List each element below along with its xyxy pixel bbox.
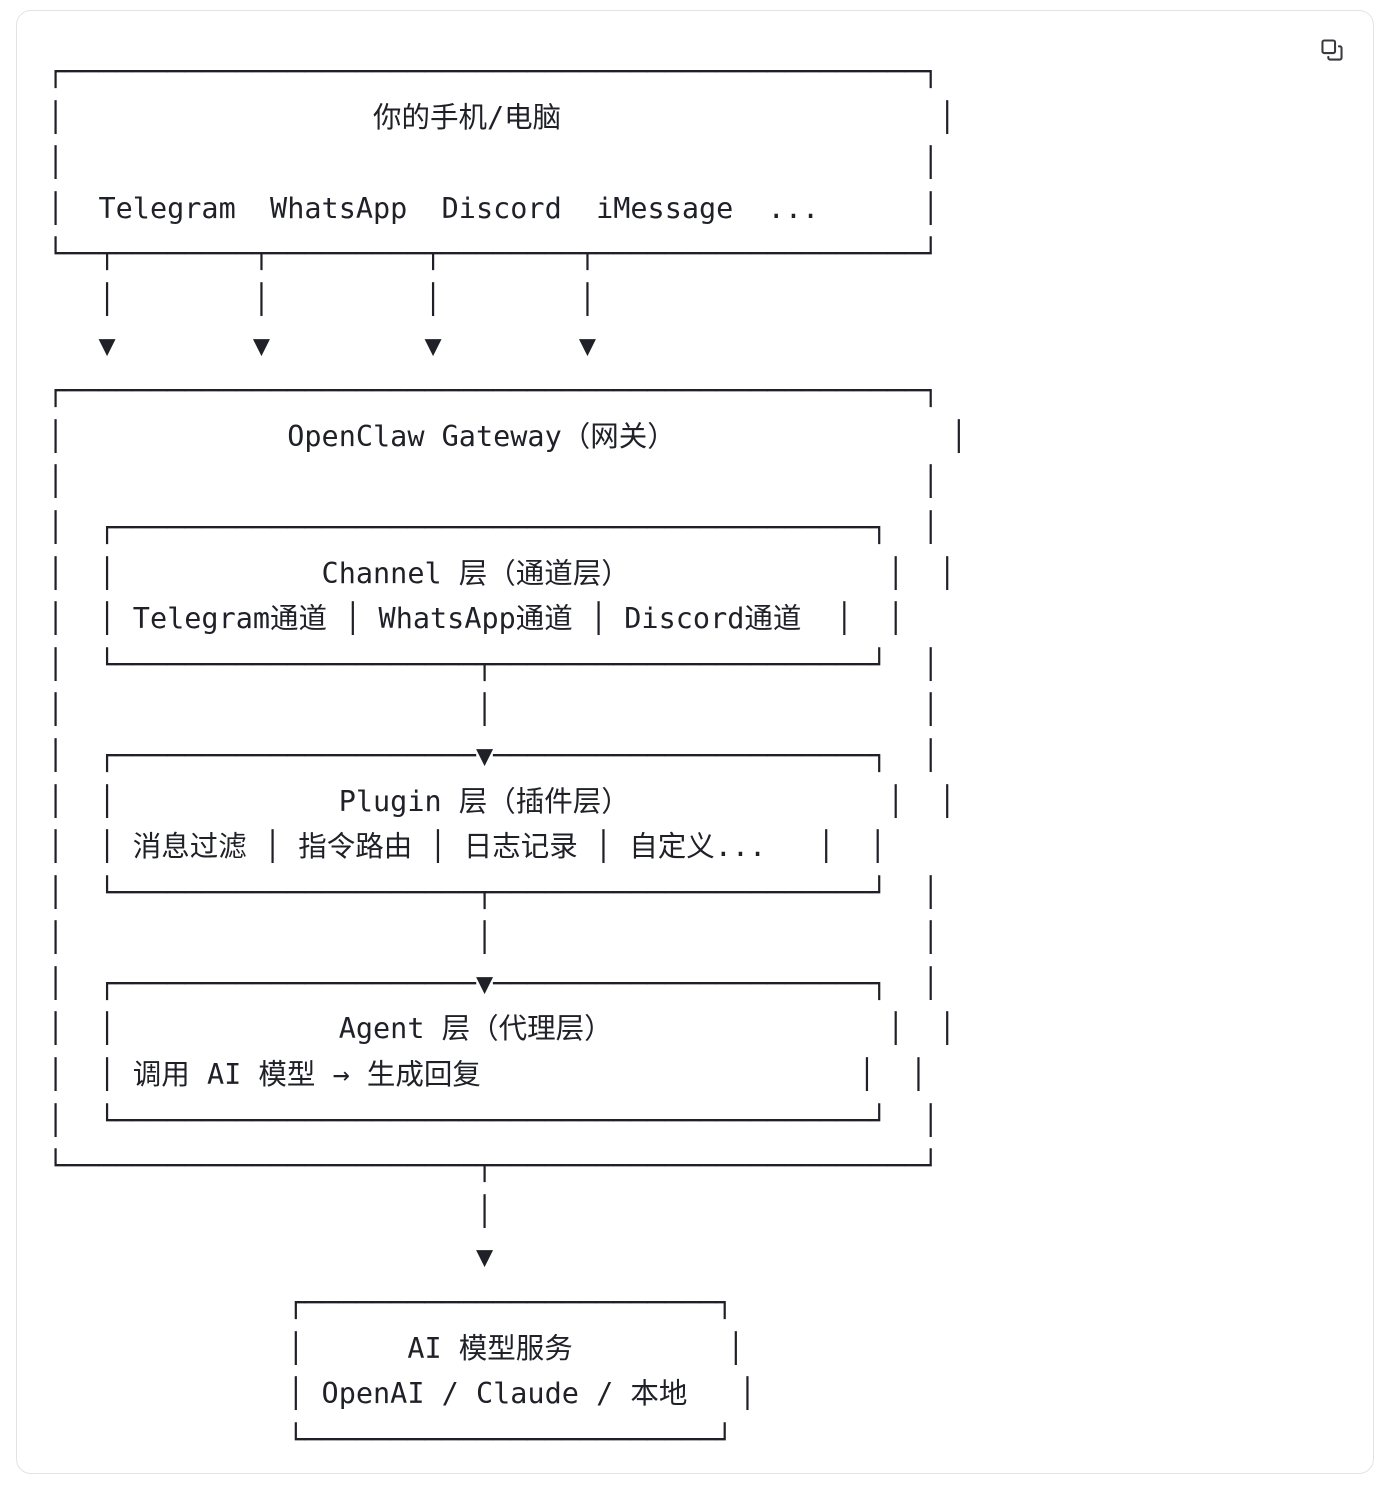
diagram-line: └──┬────────┬─────────┬────────┬────────… [47,237,940,271]
diagram-line: │ │ Telegram通道 │ WhatsApp通道 │ Discord通道 … [47,602,905,636]
diagram-line: ▼ [47,1240,494,1274]
diagram-line: │ └─────────────────────┬───────────────… [47,875,940,909]
diagram-line: ┌────────────────────────┐ [47,1286,734,1320]
diagram-line: │ ┌─────────────────────▼───────────────… [47,738,940,772]
diagram-line: │ │ 消息过滤 │ 指令路由 │ 日志记录 │ 自定义... │ │ [47,830,887,864]
diagram-line: │ │ [47,146,940,180]
diagram-line: └────────────────────────┬──────────────… [47,1149,940,1183]
diagram-line: │ │ │ [47,921,940,955]
diagram-line: │ ┌─────────────────────────────────────… [47,510,940,544]
diagram-line: │ │ Channel 层（通道层） │ │ [47,556,956,590]
diagram-line: │ │ │ [47,693,940,727]
architecture-ascii-diagram: ┌───────────────────────────────────────… [17,11,967,1462]
diagram-line: │ Telegram WhatsApp Discord iMessage ...… [47,191,940,225]
diagram-line: ┌───────────────────────────────────────… [47,374,940,408]
diagram-line: │ └─────────────────────┬───────────────… [47,647,940,681]
diagram-line: │ OpenAI / Claude / 本地 │ [47,1377,757,1411]
diagram-line: ┌───────────────────────────────────────… [47,55,940,88]
diagram-line: │ │ Plugin 层（插件层） │ │ [47,784,956,818]
diagram-line: ▼ ▼ ▼ ▼ [47,328,597,362]
copy-icon [1319,37,1345,63]
diagram-line: └────────────────────────┘ [47,1422,734,1456]
diagram-line: │ └─────────────────────────────────────… [47,1103,940,1137]
diagram-line: │ 你的手机/电脑 │ [47,100,956,134]
diagram-line: │ │ 调用 AI 模型 → 生成回复 │ │ [47,1058,928,1092]
diagram-line: │ │ │ │ [47,282,597,316]
copy-icon-button[interactable] [1311,29,1353,71]
diagram-line: │ OpenClaw Gateway（网关） │ [47,419,968,453]
diagram-line: │ [47,1194,494,1228]
diagram-line: │ AI 模型服务 │ [47,1331,745,1365]
code-block-card: ┌───────────────────────────────────────… [16,10,1374,1474]
diagram-line: │ ┌─────────────────────▼───────────────… [47,966,940,1000]
diagram-line: │ │ Agent 层（代理层） │ │ [47,1012,956,1046]
diagram-line: │ │ [47,465,940,499]
